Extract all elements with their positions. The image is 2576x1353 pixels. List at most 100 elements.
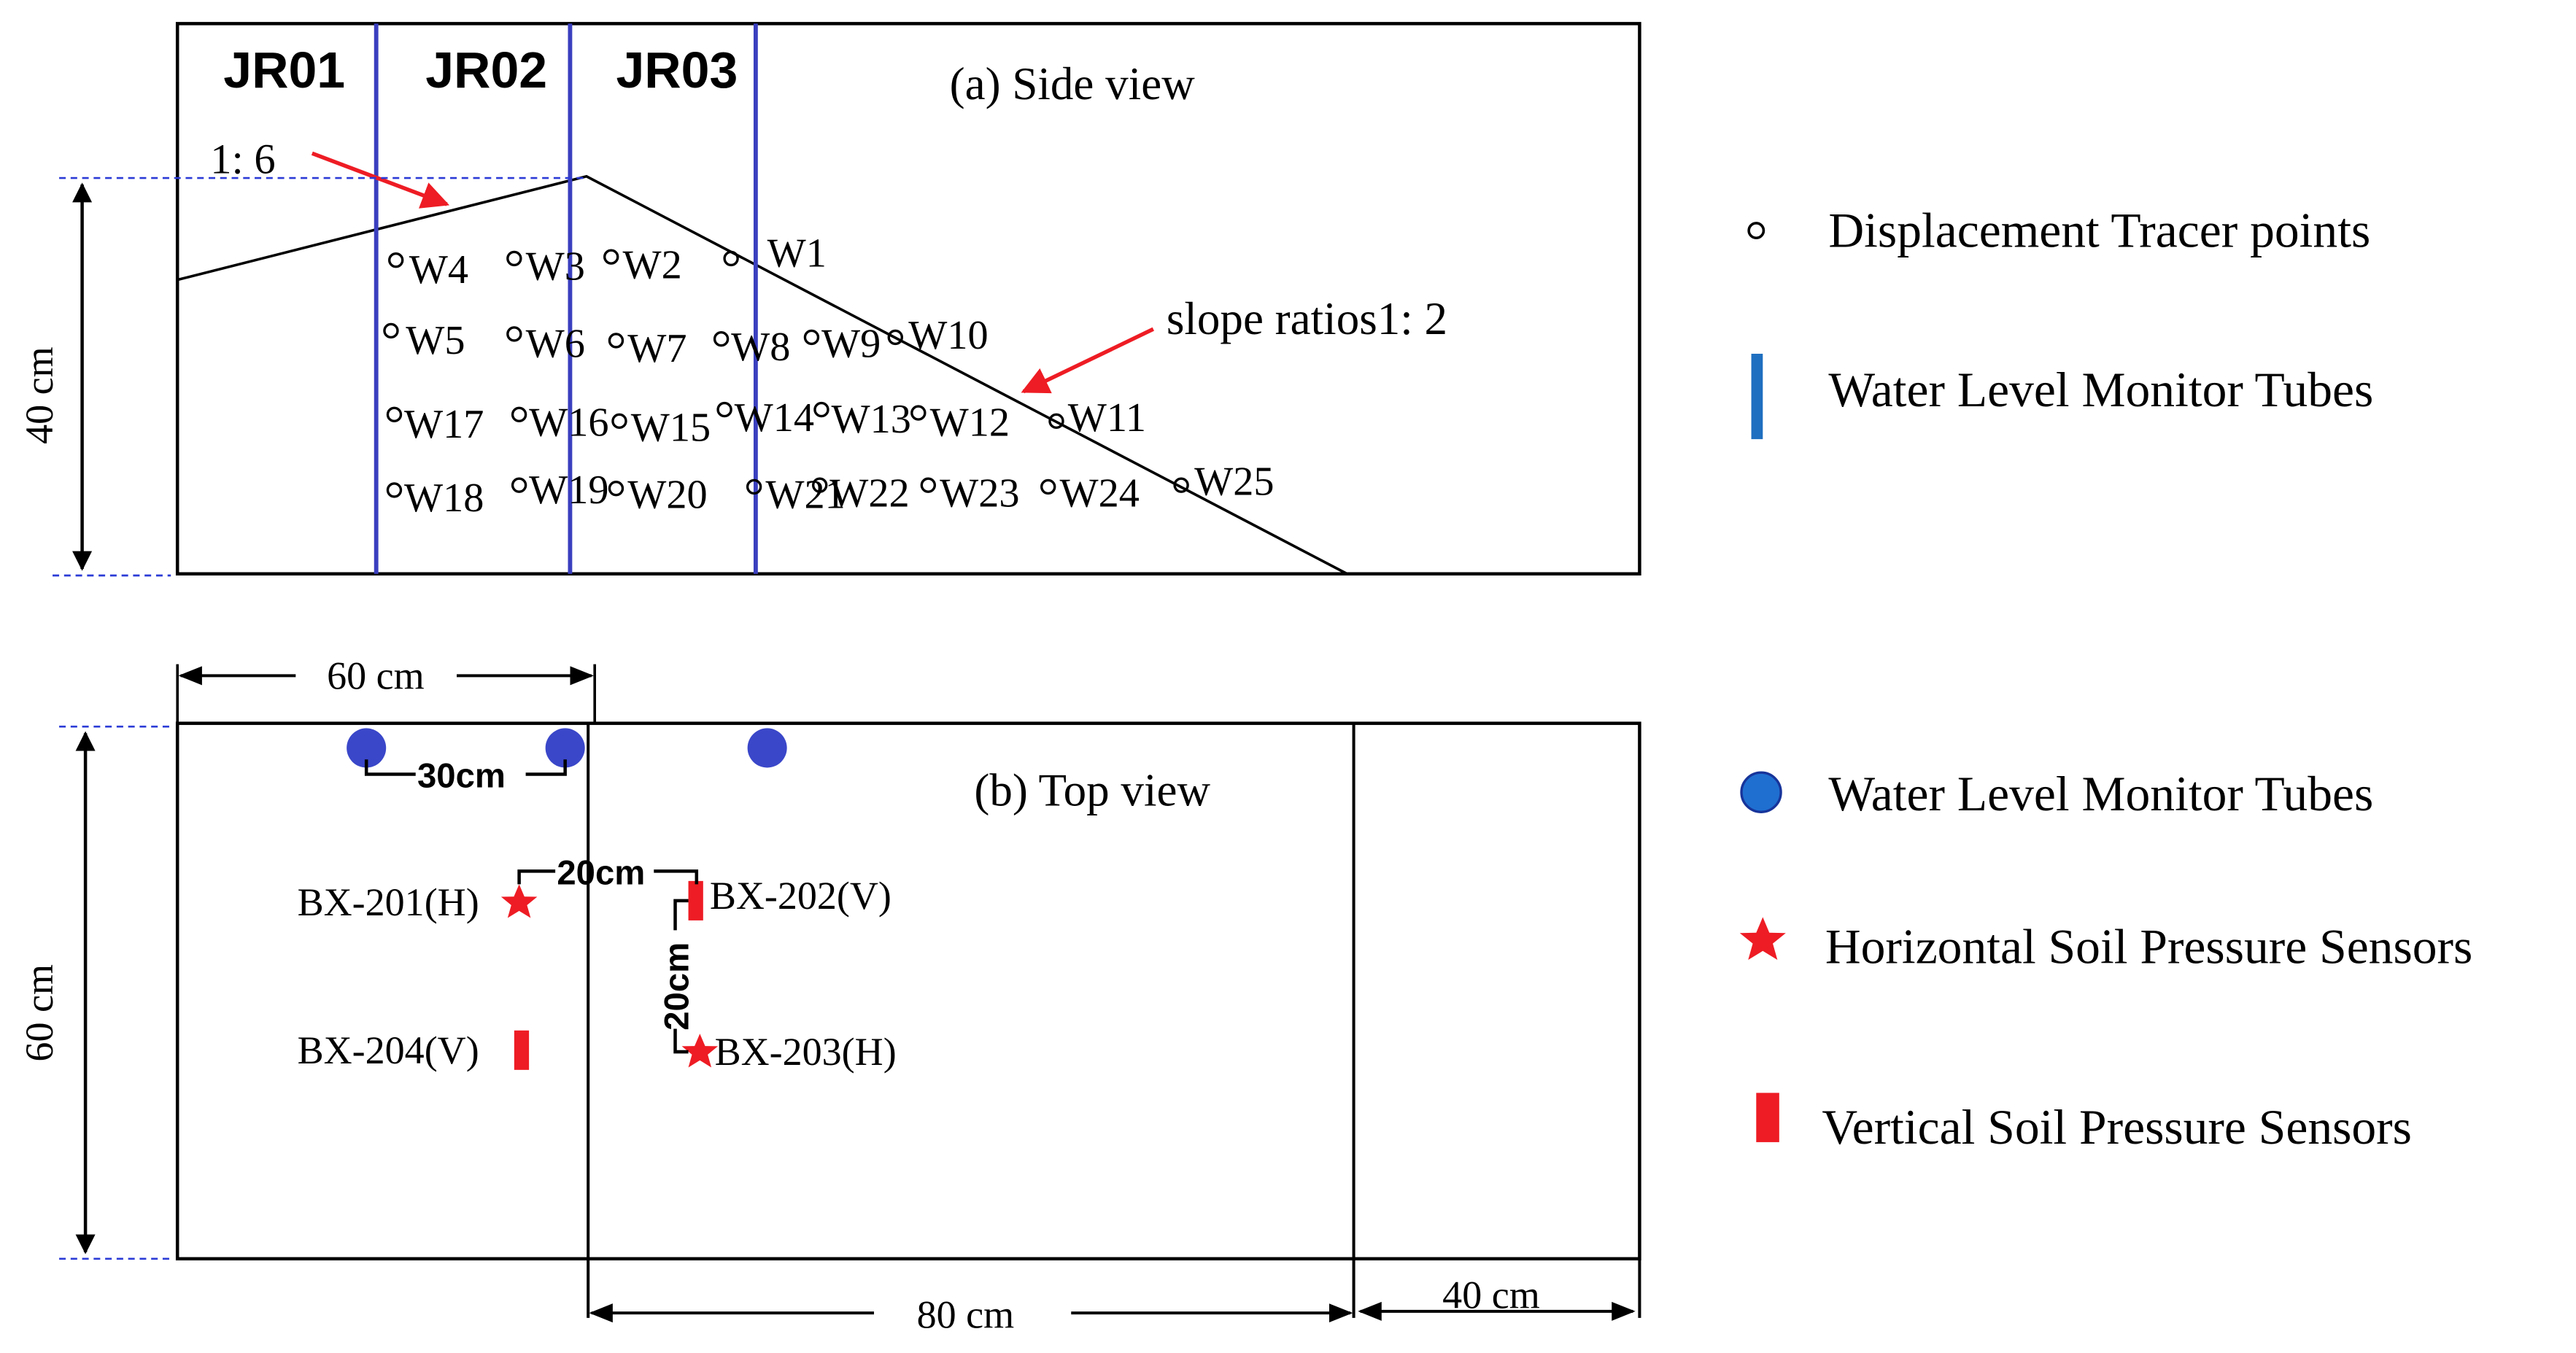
tracer-marker — [386, 482, 403, 498]
tracer-marker — [388, 252, 404, 268]
legend-tracer-icon — [1747, 222, 1765, 240]
tracer-label: W10 — [908, 313, 988, 358]
sensor-spacing-v-label: 20cm — [658, 942, 697, 1031]
tracer-marker — [603, 249, 619, 265]
tracer-label: W20 — [627, 473, 707, 518]
sensor-spacing-h-bracket — [517, 869, 699, 885]
tracer-label: W24 — [1059, 470, 1139, 516]
tracer-label: W4 — [409, 247, 468, 292]
tracer-labels: W1 W2 W3 W4 W5 W6 W7 W8 W9 W10 W11 W12 W… — [404, 231, 1275, 522]
tube-dot-3 — [747, 728, 787, 768]
tube-dot-2 — [545, 728, 585, 768]
face-slope-label: slope ratios1: 2 — [1167, 293, 1447, 344]
vertical-sensor-rect — [688, 880, 703, 920]
tube-label-jr01: JR01 — [223, 42, 345, 98]
legend-tube-line-icon — [1751, 353, 1763, 440]
tube-label-jr02: JR02 — [425, 42, 547, 98]
vertical-sensor-rect — [514, 1030, 530, 1070]
side-view-panel: JR01 JR02 JR03 (a) Side view 1: 6 slope … — [18, 22, 1641, 577]
horizontal-sensor-star — [681, 1034, 719, 1068]
tracer-marker — [608, 480, 624, 497]
top-view-title: (b) Top view — [974, 764, 1210, 815]
tracer-label: W21 — [765, 473, 845, 518]
tracer-marker — [723, 250, 739, 267]
side-view-title: (a) Side view — [950, 58, 1196, 109]
tracer-label: W22 — [829, 470, 909, 516]
tracer-marker — [608, 333, 624, 349]
tracer-label: W18 — [404, 476, 484, 521]
tracer-marker — [713, 331, 730, 347]
legend-star-icon — [1739, 917, 1786, 960]
tracer-marker — [812, 477, 828, 493]
tracer-marker — [1048, 413, 1064, 430]
face-slope-arrow — [1021, 327, 1155, 394]
top-view-panel: (b) Top view 60 cm 30cm 60 cm BX-201(H) … — [18, 654, 1641, 1336]
tracer-marker — [910, 405, 927, 421]
bottom-mid-label: 80 cm — [917, 1292, 1015, 1336]
tracer-label: W5 — [406, 318, 465, 363]
tracer-marker — [383, 322, 399, 339]
legend-vertical-sensor-label: Vertical Soil Pressure Sensors — [1822, 1100, 2412, 1155]
tracer-label: W3 — [526, 244, 585, 290]
height-label-top: 60 cm — [18, 964, 61, 1062]
crest-slope-label: 1: 6 — [210, 135, 275, 182]
horizontal-sensor-star — [500, 884, 538, 918]
tube-label-jr03: JR03 — [616, 42, 738, 98]
tracer-label: W13 — [831, 397, 910, 442]
tracer-label: W23 — [940, 470, 1019, 516]
tracer-label: W16 — [529, 400, 608, 446]
legend-tube-side-label: Water Level Monitor Tubes — [1828, 363, 2373, 417]
legend-rect-icon — [1756, 1093, 1779, 1142]
tube-spacing-bracket — [364, 759, 567, 776]
tracer-label: W17 — [404, 402, 484, 447]
tracer-label: W7 — [627, 326, 686, 371]
tracer-label: W11 — [1068, 395, 1146, 441]
sensor-label-bx201: BX-201(H) — [298, 880, 479, 924]
tracer-marker — [920, 477, 937, 493]
tracer-points — [383, 249, 1189, 498]
tracer-label: W12 — [930, 400, 1010, 446]
height-label-side: 40 cm — [18, 346, 61, 444]
legend: Displacement Tracer points Water Level M… — [1739, 203, 2472, 1155]
tracer-marker — [887, 329, 903, 346]
tracer-label: W19 — [529, 468, 608, 513]
sensor-label-bx204: BX-204(V) — [298, 1028, 479, 1072]
legend-tracer-label: Displacement Tracer points — [1828, 203, 2370, 258]
sensor-label-bx203: BX-203(H) — [715, 1030, 897, 1074]
tracer-label: W6 — [526, 322, 585, 367]
tracer-marker — [1040, 478, 1056, 495]
side-view-frame — [175, 22, 1641, 576]
sensor-spacing-v-bracket — [673, 899, 689, 1054]
legend-tube-dot-icon — [1740, 771, 1782, 813]
sensor-spacing-h-label: 20cm — [557, 853, 645, 892]
tracer-marker — [716, 401, 732, 418]
top-width-label: 60 cm — [327, 654, 425, 697]
tracer-label: W25 — [1194, 460, 1274, 505]
tracer-marker — [511, 477, 527, 493]
sensor-label-bx202: BX-202(V) — [710, 874, 891, 918]
tube-spacing-label: 30cm — [417, 757, 506, 796]
tube-dot-1 — [347, 728, 387, 768]
tracer-label: W8 — [731, 325, 790, 370]
tracer-label: W15 — [631, 405, 711, 450]
slope-profile — [177, 174, 1348, 575]
tracer-label: W9 — [821, 322, 881, 367]
tracer-marker — [611, 413, 627, 430]
tracer-marker — [1173, 477, 1189, 493]
tracer-label: W14 — [735, 395, 814, 441]
legend-tube-top-label: Water Level Monitor Tubes — [1828, 767, 2373, 821]
bottom-right-label: 40 cm — [1442, 1273, 1540, 1317]
tracer-marker — [813, 401, 829, 418]
tracer-marker — [511, 406, 527, 423]
tracer-label: W2 — [622, 242, 681, 287]
legend-horizontal-sensor-label: Horizontal Soil Pressure Sensors — [1825, 919, 2472, 974]
tracer-marker — [746, 478, 762, 495]
tracer-label: W1 — [767, 231, 827, 276]
top-view-frame — [175, 721, 1641, 1261]
tracer-marker — [506, 326, 522, 342]
tracer-marker — [506, 250, 522, 267]
crest-slope-arrow — [311, 151, 450, 209]
tracer-marker — [803, 329, 820, 346]
tracer-marker — [386, 406, 403, 423]
